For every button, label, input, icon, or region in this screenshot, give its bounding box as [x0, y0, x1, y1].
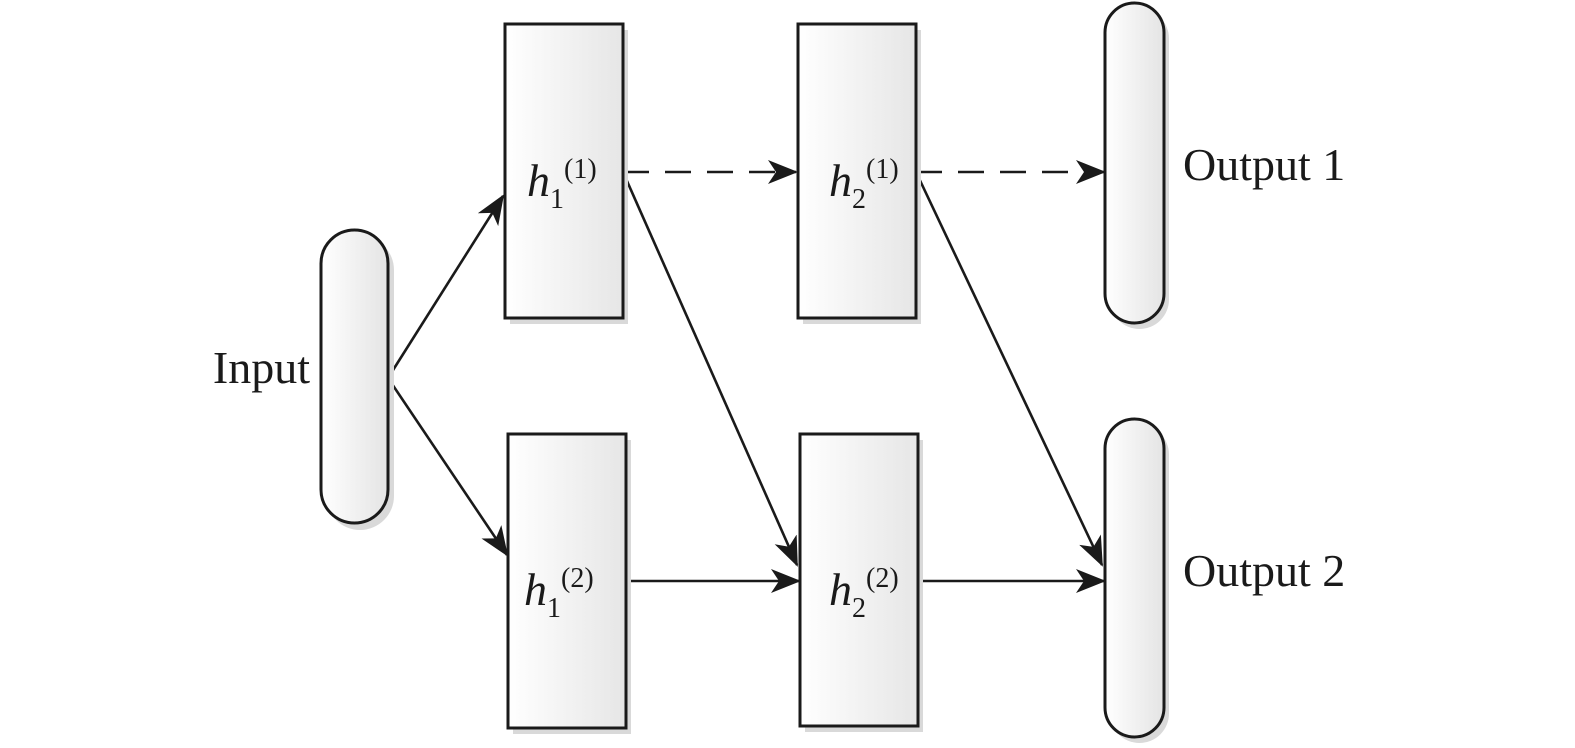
edge-h2-1-to-output-2: [914, 171, 1104, 567]
output-1-label: Output 1: [1183, 139, 1345, 190]
edge-input-to-h1-2: [386, 377, 509, 557]
h1-1-sub: 1: [550, 184, 564, 215]
h2-1-base: h: [829, 155, 852, 206]
hidden-unit-h2-2: h2(2): [798, 432, 923, 732]
edge-h1-1-to-h2-2: [621, 171, 799, 567]
svg-text:h1(1): h1(1): [527, 154, 597, 215]
hidden-unit-h1-1: h1(1): [503, 22, 628, 324]
output-2-label: Output 2: [1183, 545, 1345, 596]
h1-2-sup: (2): [561, 563, 594, 594]
hidden-unit-h2-1: h2(1): [796, 22, 921, 324]
h1-1-sup: (1): [564, 154, 597, 185]
h2-1-sup: (1): [866, 154, 899, 185]
h2-1-sub: 2: [852, 184, 866, 215]
output-2-node: [1103, 417, 1169, 743]
edges: [386, 160, 1106, 593]
h1-1-base: h: [527, 155, 550, 206]
h1-2-base: h: [524, 564, 547, 615]
input-label: Input: [213, 342, 310, 393]
svg-text:h2(2): h2(2): [829, 563, 899, 624]
svg-text:h1(2): h1(2): [524, 563, 594, 624]
h2-2-sup: (2): [866, 563, 899, 594]
output-1-node: [1103, 1, 1169, 329]
edge-input-to-h1-1: [386, 194, 505, 379]
h2-2-base: h: [829, 564, 852, 615]
h2-2-sub: 2: [852, 593, 866, 624]
svg-text:h2(1): h2(1): [829, 154, 899, 215]
h1-2-sub: 1: [547, 593, 561, 624]
hidden-unit-h1-2: h1(2): [506, 432, 631, 734]
input-node: [319, 228, 394, 530]
